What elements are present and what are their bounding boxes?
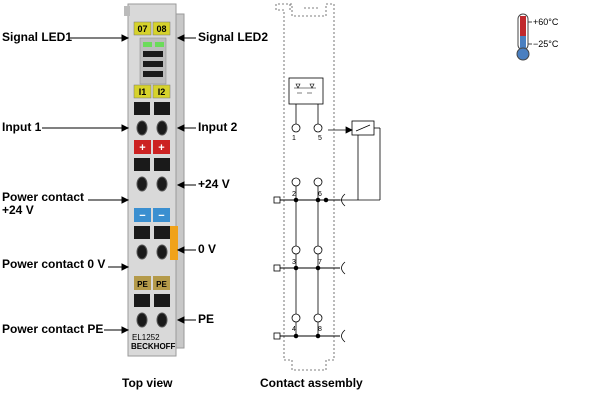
wire-entry[interactable]	[156, 244, 168, 260]
temperature-min: −25°C	[533, 39, 559, 49]
spring-release[interactable]	[154, 226, 170, 239]
terminal-latch	[124, 6, 130, 16]
caption-contact-assembly: Contact assembly	[260, 376, 363, 390]
spring-release[interactable]	[154, 294, 170, 307]
led-slot	[143, 51, 163, 57]
label-power-contact-pe: Power contact PE	[2, 322, 104, 336]
plus-text: +	[139, 142, 145, 154]
thermometer-icon	[516, 13, 532, 61]
wire-entry[interactable]	[136, 244, 148, 260]
contact-number: 4	[292, 326, 296, 333]
contact-number: 1	[292, 135, 296, 142]
pe-label-right	[153, 276, 170, 290]
wire-entry[interactable]	[156, 176, 168, 192]
contact-row-24v	[134, 158, 170, 192]
terminal-side-rail	[175, 13, 185, 349]
plus-label-left	[134, 140, 151, 154]
input-label-i1	[133, 84, 152, 99]
led-1	[143, 42, 152, 47]
label-power-contact-0v: Power contact 0 V	[2, 257, 106, 271]
contact-points	[291, 123, 323, 323]
contact-row-0v	[134, 226, 170, 260]
contact-row-pe	[134, 294, 170, 328]
spring-release[interactable]	[134, 102, 150, 115]
led-label-08	[152, 21, 171, 36]
contact-number: 8	[318, 326, 322, 333]
caption-top-view: Top view	[122, 376, 173, 390]
input-label-text: I1	[139, 87, 147, 97]
label-signal-led1: Signal LED1	[2, 30, 73, 44]
led-slot	[143, 71, 163, 77]
sensor-switch	[328, 120, 381, 201]
contact-number: 2	[292, 191, 296, 198]
contact-assembly: 1 5 2 6 3 7 4 8	[273, 3, 381, 371]
input-electronics-box	[288, 77, 324, 105]
minus-text: −	[139, 210, 145, 222]
plus-label-right	[153, 140, 170, 154]
label-signal-led2: Signal LED2	[198, 30, 269, 44]
led-slot	[143, 61, 163, 67]
contact-number: 7	[318, 259, 322, 266]
label-0v: 0 V	[198, 242, 217, 256]
brand-name: BECKHOFF	[131, 342, 176, 351]
power-contact-orange	[170, 226, 178, 260]
plus-text: +	[158, 142, 164, 154]
spring-release[interactable]	[154, 158, 170, 171]
led-label-text: 08	[156, 24, 166, 34]
contact-row-inputs	[134, 102, 170, 136]
pe-text: PE	[137, 280, 148, 289]
led-label-07	[133, 21, 152, 36]
model-number: EL1252	[132, 333, 160, 342]
input-label-text: I2	[158, 87, 166, 97]
wire-entry[interactable]	[156, 312, 168, 328]
right-arrows	[176, 34, 196, 324]
left-arrows	[42, 34, 130, 334]
temperature-max: +60°C	[533, 17, 559, 27]
label-power-contact-24v-1: Power contact	[2, 190, 85, 204]
spring-release[interactable]	[134, 158, 150, 171]
contact-number: 5	[318, 135, 322, 142]
contact-number: 3	[292, 259, 296, 266]
label-input2: Input 2	[198, 120, 238, 134]
led-2	[155, 42, 164, 47]
label-input1: Input 1	[2, 120, 42, 134]
input-label-i2	[152, 84, 171, 99]
spring-release[interactable]	[134, 226, 150, 239]
label-plus24v: +24 V	[198, 177, 230, 191]
spring-release[interactable]	[134, 294, 150, 307]
minus-text: −	[158, 210, 164, 222]
pe-label-left	[134, 276, 151, 290]
wire-entry[interactable]	[136, 176, 148, 192]
assembly-outline	[275, 3, 335, 371]
wire-entry[interactable]	[156, 120, 168, 136]
minus-label-left	[134, 208, 151, 222]
label-power-contact-24v-2: +24 V	[2, 203, 34, 217]
wire-entry[interactable]	[136, 120, 148, 136]
spring-release[interactable]	[154, 102, 170, 115]
minus-label-right	[153, 208, 170, 222]
label-pe: PE	[198, 312, 215, 326]
led-label-text: 07	[137, 24, 147, 34]
contact-number: 6	[318, 191, 322, 198]
pe-text: PE	[156, 280, 167, 289]
wire-entry[interactable]	[136, 312, 148, 328]
